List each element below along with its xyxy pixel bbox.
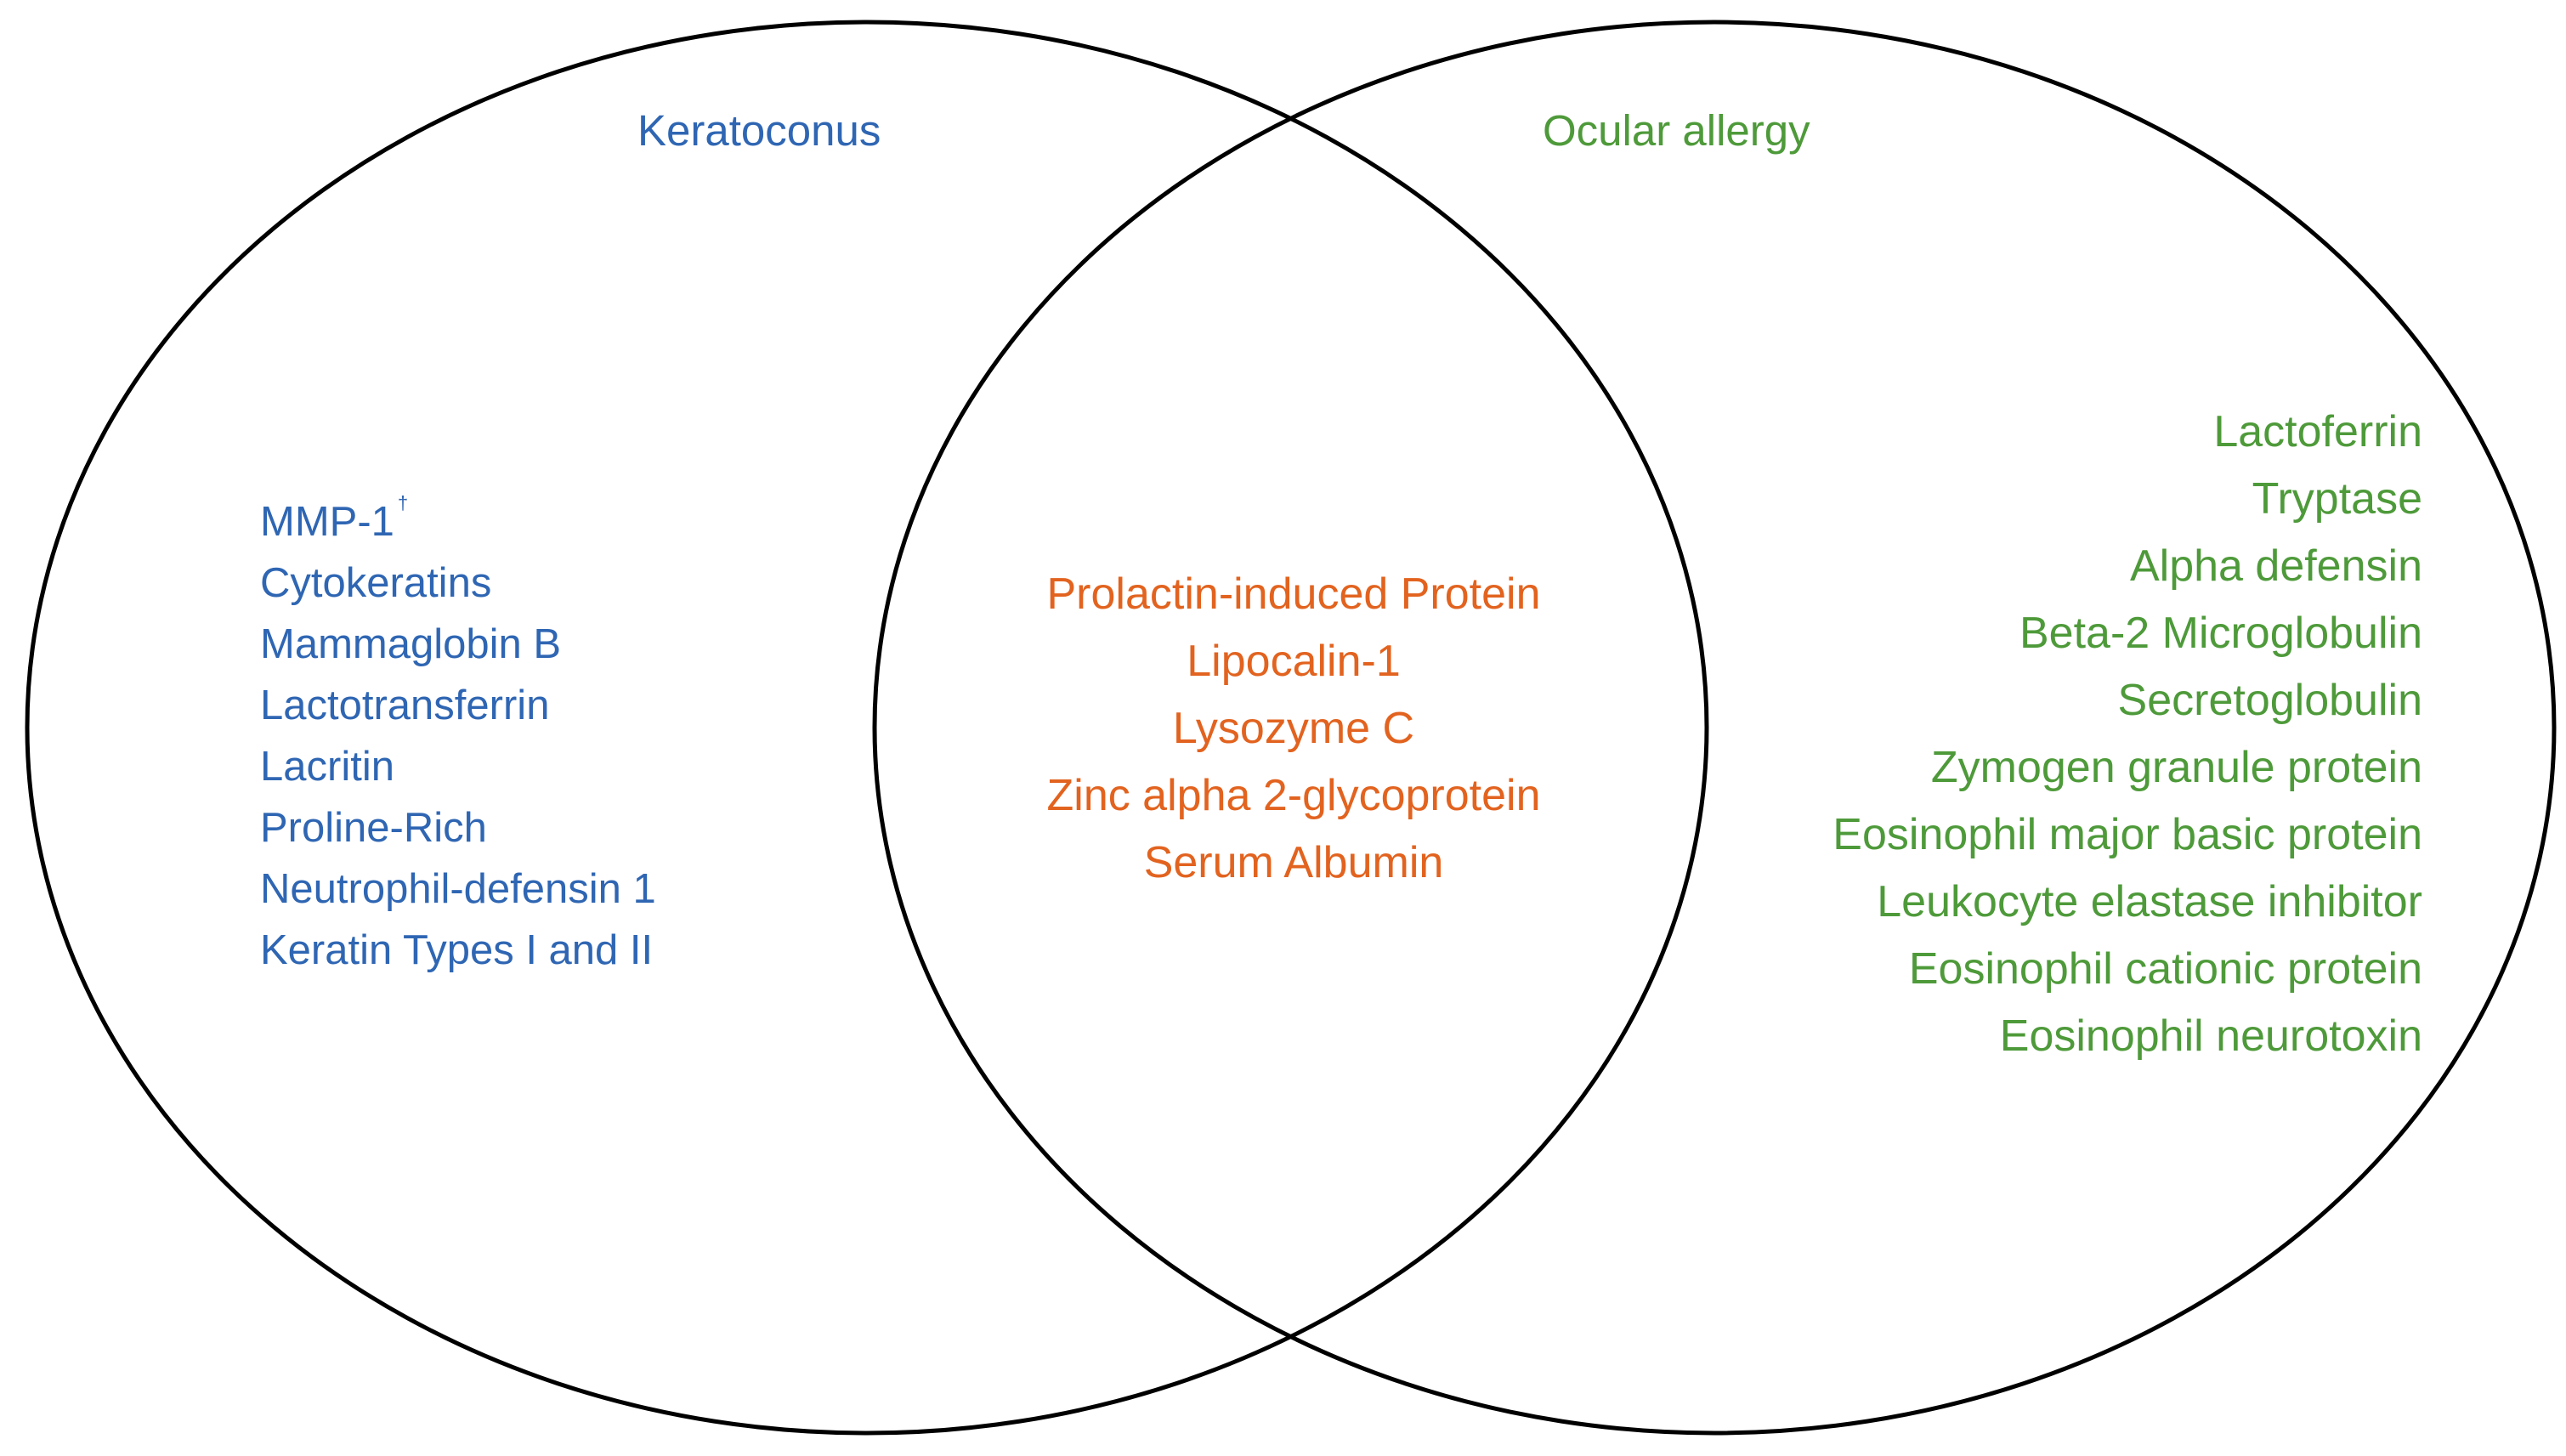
ocular-allergy-item: Leukocyte elastase inhibitor bbox=[1877, 877, 2422, 926]
ocular-allergy-item: Eosinophil neurotoxin bbox=[1999, 1011, 2422, 1061]
keratoconus-item: Lacritin bbox=[260, 744, 394, 790]
ocular-allergy-item: Eosinophil major basic protein bbox=[1832, 810, 2422, 859]
keratoconus-item: Lactotransferrin bbox=[260, 683, 550, 728]
keratoconus-item: Cytokeratins bbox=[260, 560, 492, 606]
keratoconus-title: Keratoconus bbox=[637, 106, 881, 155]
keratoconus-item: Mammaglobin B bbox=[260, 621, 562, 667]
keratoconus-list: MMP-1† Cytokeratins Mammaglobin B Lactot… bbox=[260, 491, 656, 981]
shared-item: Zinc alpha 2-glycoprotein bbox=[1046, 771, 1541, 820]
ocular-allergy-title: Ocular allergy bbox=[1543, 106, 1810, 155]
shared-list: Prolactin-induced Protein Lipocalin-1 Ly… bbox=[971, 561, 1617, 897]
keratoconus-item: Keratin Types I and II bbox=[260, 927, 654, 973]
shared-item: Serum Albumin bbox=[1143, 838, 1444, 887]
ocular-allergy-item: Secretoglobulin bbox=[2117, 676, 2422, 725]
ocular-allergy-circle bbox=[872, 20, 2557, 1436]
footnote-mark: † bbox=[397, 492, 409, 513]
shared-item: Lipocalin-1 bbox=[1187, 637, 1401, 686]
ocular-allergy-item: Alpha defensin bbox=[2129, 541, 2422, 591]
ocular-allergy-item: Beta-2 Microglobulin bbox=[2019, 609, 2422, 658]
ocular-allergy-item: Lactoferrin bbox=[2213, 407, 2422, 456]
ocular-allergy-item: Zymogen granule protein bbox=[1930, 743, 2422, 792]
keratoconus-item-text: MMP-1 bbox=[260, 499, 394, 545]
ocular-allergy-item: Tryptase bbox=[2252, 474, 2422, 524]
keratoconus-item: MMP-1† bbox=[260, 491, 656, 552]
shared-item: Prolactin-induced Protein bbox=[1046, 569, 1541, 619]
shared-item: Lysozyme C bbox=[1172, 704, 1415, 753]
keratoconus-item: Proline-Rich bbox=[260, 805, 487, 851]
keratoconus-item: Neutrophil-defensin 1 bbox=[260, 866, 656, 912]
ocular-allergy-list: Lactoferrin Tryptase Alpha defensin Beta… bbox=[1657, 399, 2422, 1070]
keratoconus-circle bbox=[25, 20, 1709, 1436]
ocular-allergy-item: Eosinophil cationic protein bbox=[1908, 944, 2422, 994]
